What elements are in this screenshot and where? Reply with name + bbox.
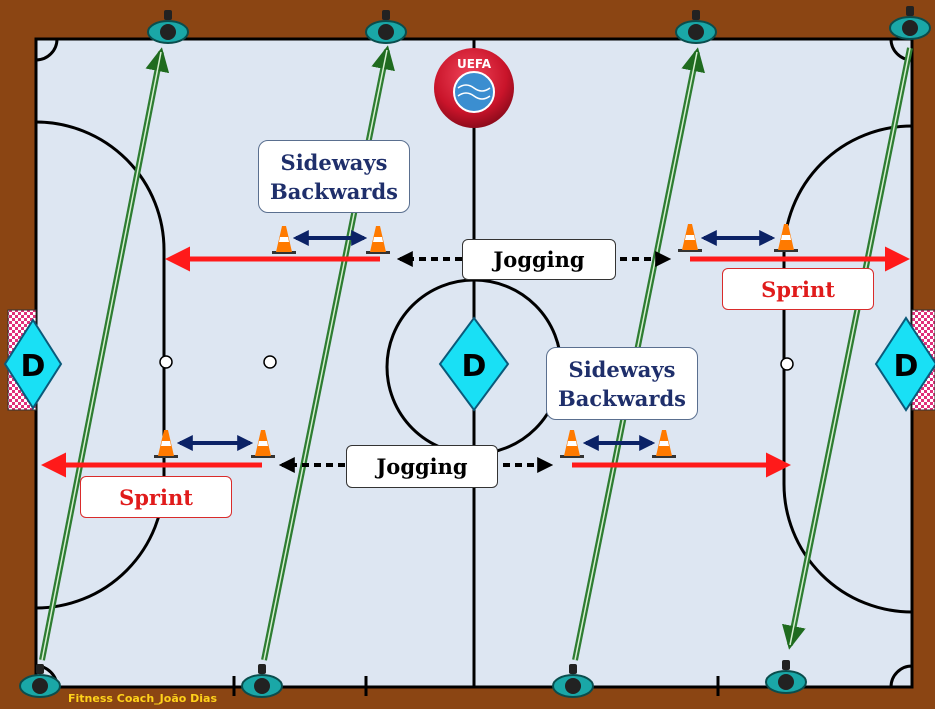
sideways-arrows [176, 230, 776, 451]
penalty-spot [780, 357, 794, 371]
player-icon [147, 10, 189, 44]
player-icon [765, 660, 807, 694]
player-icon [19, 664, 61, 698]
players [19, 6, 931, 698]
jogging-arrows [278, 251, 672, 473]
cone [154, 430, 178, 458]
player-icon [241, 664, 283, 698]
sprint-label-left: Sprint [80, 476, 232, 518]
d-marker-center-label: D [462, 349, 487, 384]
credit-text: Fitness Coach_João Dias [68, 692, 217, 705]
second-penalty-spot [263, 355, 277, 369]
uefa-logo: UEFA [434, 48, 514, 128]
player-icon [675, 10, 717, 44]
jogging-label-bottom: Jogging [346, 445, 498, 488]
d-marker-right-label: D [894, 349, 919, 384]
player-icon [365, 10, 407, 44]
sideways-backwards-label-right: Sideways Backwards [546, 347, 698, 420]
cone [366, 226, 390, 254]
sprint-arrows [41, 246, 910, 478]
corner-arc-br [889, 664, 913, 688]
cone [774, 224, 798, 252]
d-marker-left: D [3, 318, 63, 410]
cone [272, 226, 296, 254]
penalty-spot [159, 355, 173, 369]
d-marker-center: D [438, 316, 510, 412]
player-icon [889, 6, 931, 40]
corner-arc-tl [35, 38, 59, 62]
cones [154, 224, 798, 458]
d-marker-left-label: D [21, 349, 46, 384]
d-marker-right: D [874, 316, 935, 412]
player-icon [552, 664, 594, 698]
cone [652, 430, 676, 458]
sideways-backwards-label-left: Sideways Backwards [258, 140, 410, 213]
cone [251, 430, 275, 458]
uefa-logo-text: UEFA [457, 57, 492, 71]
cone [560, 430, 584, 458]
sprint-label-right: Sprint [722, 268, 874, 310]
cone [678, 224, 702, 252]
jogging-label-top: Jogging [462, 239, 616, 280]
